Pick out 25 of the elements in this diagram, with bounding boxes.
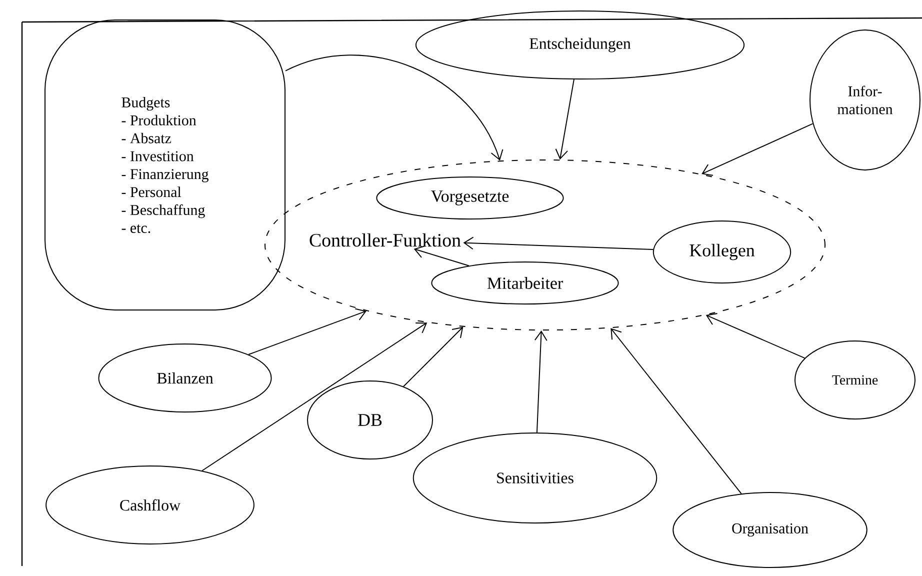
oval-bubble: Infor- mationen: [810, 30, 920, 170]
oval-bubble: Kollegen: [652, 220, 792, 284]
arrow: [248, 308, 366, 355]
arrow: [706, 313, 806, 359]
arrow: [555, 78, 574, 160]
handwritten-text: Controller-Funktion: [310, 233, 461, 247]
arrow: [414, 246, 470, 266]
arrow: [463, 236, 654, 250]
oval-bubble: Mitarbeiter: [431, 262, 619, 304]
oval-bubble: Entscheidungen: [415, 10, 745, 80]
oval-bubble: Sensitivities: [412, 432, 658, 524]
arrow: [534, 330, 548, 433]
note-blob: Budgets - Produktion - Absatz - Investition - Finanzierung - Personal - Beschaffung - etc.: [44, 20, 286, 310]
arrow: [202, 322, 428, 472]
arrow: [285, 54, 504, 161]
oval-bubble: Termine: [794, 340, 916, 420]
oval-bubble: Vorgesetzte: [376, 176, 564, 220]
oval-bubble: DB: [307, 380, 433, 460]
arrow: [702, 123, 814, 176]
oval-bubble: Bilanzen: [98, 344, 272, 412]
oval-bubble: Cashflow: [46, 466, 254, 544]
dashed-ellipse: [264, 160, 826, 330]
arrow: [610, 328, 742, 494]
arrow: [402, 326, 464, 388]
oval-bubble: Organisation: [672, 492, 868, 568]
